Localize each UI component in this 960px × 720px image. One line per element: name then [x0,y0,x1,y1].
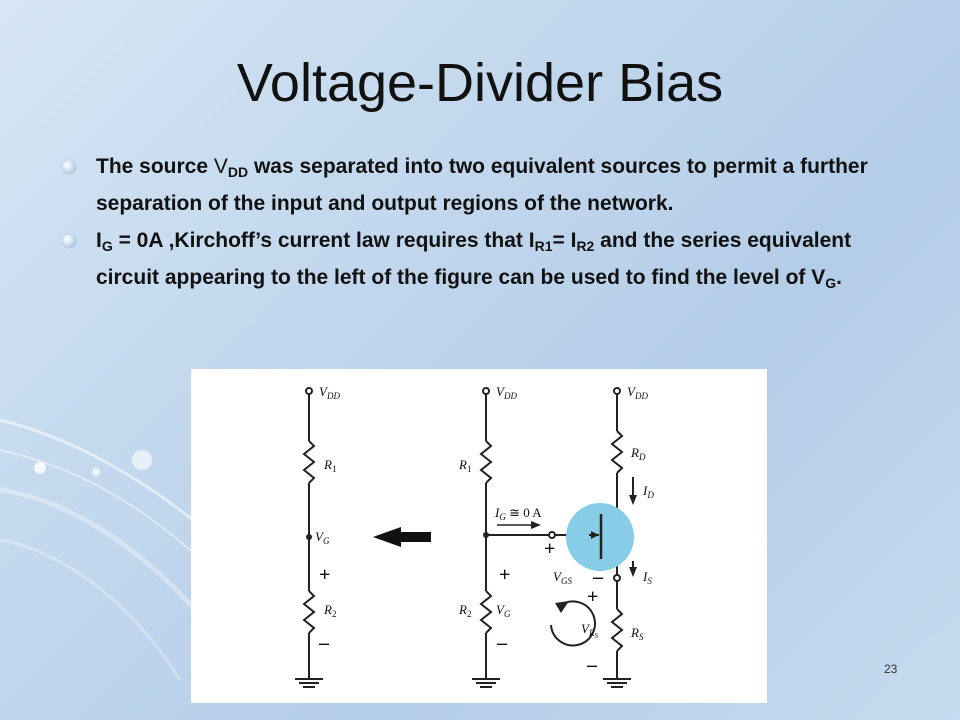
bullet-dot-icon [62,234,76,248]
svg-text:R2: R2 [323,602,336,619]
svg-text:–: – [318,632,330,654]
svg-text:R2: R2 [458,602,471,619]
ir2-subscript: R2 [576,238,595,254]
svg-text:+: + [544,538,555,560]
slide-number: 23 [884,662,898,676]
bullet-text: = I [552,229,577,252]
is-arrow-icon [629,567,637,577]
svg-text:R1: R1 [323,457,336,474]
bullet-item-1: The source VDD was separated into two eq… [62,148,882,222]
circuit-diagram: VDD R1 VG + R2 – VDD R1 IG ≅ 0 A + + R2 … [295,384,654,688]
svg-text:VGS: VGS [553,569,572,586]
svg-text:VDD: VDD [627,384,648,401]
bullet-text: and the series equivalent circuit appear… [96,229,852,289]
circuit-figure: VDD R1 VG + R2 – VDD R1 IG ≅ 0 A + + R2 … [191,369,767,703]
bullet-text: = 0A ,Kirchoff’s current law requires th… [112,229,535,252]
svg-text:RS: RS [630,625,644,642]
ig-symbol: I [96,229,102,252]
svg-text:VG: VG [315,529,330,546]
svg-text:R1: R1 [458,457,471,474]
slide-title: Voltage-Divider Bias [236,53,724,113]
vdd-subscript: DD [227,164,249,180]
ir1-subscript: R1 [534,238,553,254]
bullet-text: . [836,266,842,289]
bullet-dot-icon [62,160,76,174]
svg-text:+: + [499,564,510,586]
svg-text:VG: VG [496,602,511,619]
left-arrow-icon [373,527,431,547]
svg-text:–: – [496,632,508,654]
gate-node [483,532,489,538]
bullet-text: The source [96,155,214,178]
svg-text:IG ≅ 0 A: IG ≅ 0 A [494,505,542,522]
ig-subscript: G [101,238,113,254]
vg-subscript: G [825,275,837,291]
bullet-list: The source VDD was separated into two eq… [62,148,882,296]
svg-text:+: + [319,564,330,586]
svg-text:VDD: VDD [319,384,340,401]
vg-symbol: V [811,266,826,289]
svg-text:–: – [592,566,604,588]
svg-text:VRS: VRS [581,621,598,640]
id-arrow-icon [629,495,637,505]
svg-text:–: – [586,654,598,676]
bullet-text: was separated into two equivalent source… [96,155,868,215]
svg-text:IS: IS [642,569,652,586]
svg-text:ID: ID [642,483,654,500]
svg-text:VDD: VDD [496,384,517,401]
bullet-item-2: IG = 0A ,Kirchoff’s current law requires… [62,222,882,296]
svg-text:+: + [587,586,598,608]
vg-node [306,534,312,540]
kvl-loop-arrow-icon [550,600,596,647]
vdd-symbol: V [213,155,228,178]
svg-text:RD: RD [630,445,646,462]
